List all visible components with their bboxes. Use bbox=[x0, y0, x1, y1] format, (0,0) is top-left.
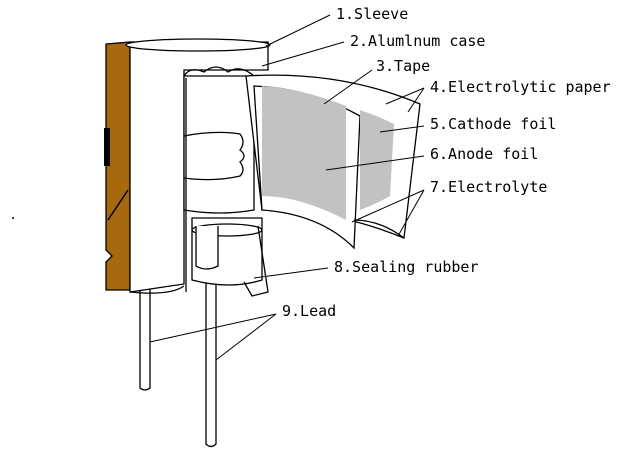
leader-lines bbox=[149, 14, 425, 361]
electrolyte-layer-back bbox=[353, 219, 405, 239]
label-tape: 3.Tape bbox=[376, 57, 430, 75]
lead-left bbox=[139, 287, 151, 391]
label-electrolytic-paper: 4.Electrolytic paper bbox=[430, 78, 611, 96]
label-cathode-foil: 5.Cathode foil bbox=[430, 115, 556, 133]
stray-dot bbox=[12, 217, 14, 219]
inner-winding bbox=[183, 66, 255, 292]
sleeve-slot bbox=[104, 128, 110, 166]
case-top-rim bbox=[125, 38, 271, 52]
sealing-rubber bbox=[191, 217, 269, 297]
label-aluminum-case: 2.Alumlnum case bbox=[350, 32, 485, 50]
case-bottom-edge bbox=[129, 285, 185, 294]
anode-foil bbox=[262, 86, 346, 220]
sleeve-mark bbox=[107, 189, 129, 221]
label-sleeve: 1.Sleeve bbox=[336, 5, 408, 23]
cathode-foil bbox=[360, 110, 394, 210]
label-lead: 9.Lead bbox=[282, 302, 336, 320]
label-anode-foil: 6.Anode foil bbox=[430, 145, 538, 163]
label-sealing-rubber: 8.Sealing rubber bbox=[334, 258, 479, 276]
label-electrolyte: 7.Electrolyte bbox=[430, 178, 547, 196]
lead-right bbox=[205, 279, 217, 448]
